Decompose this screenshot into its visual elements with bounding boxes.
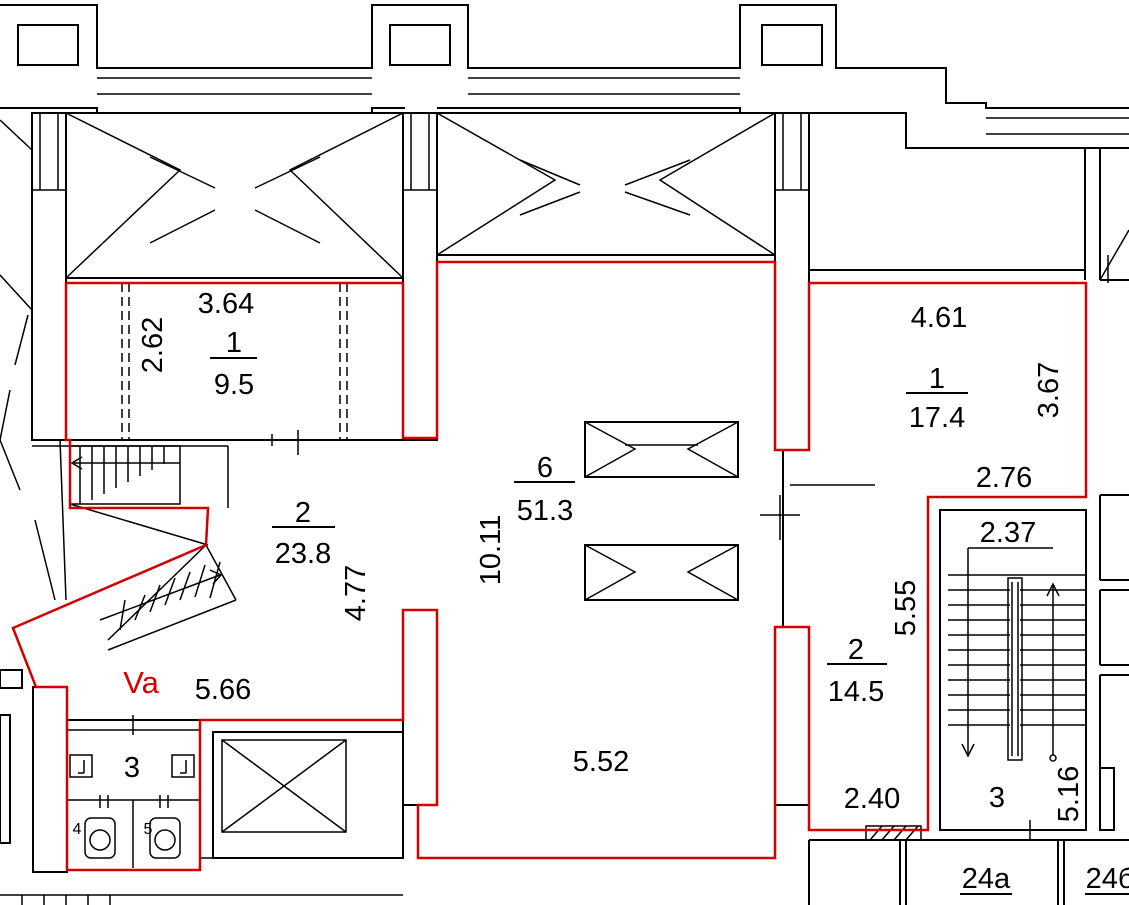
bottom-walls xyxy=(0,825,1129,905)
room-1-right-width: 4.61 xyxy=(911,302,967,334)
partition-right xyxy=(760,269,1085,627)
room-1-left-area: 9.5 xyxy=(214,369,254,401)
room-2-left-number: 2 xyxy=(295,497,311,529)
wc-b-number: 5 xyxy=(144,821,153,838)
window-niche-1 xyxy=(17,24,79,66)
room-2-right-area: 14.5 xyxy=(828,676,884,708)
neighbour-unit-a: 24а xyxy=(962,863,1011,895)
vent-shafts xyxy=(584,421,739,601)
left-stair xyxy=(69,445,237,651)
room-1-left-details xyxy=(32,283,403,508)
room-2-left-depth: 4.77 xyxy=(340,565,372,621)
room-2-right-depth: 5.55 xyxy=(890,580,922,636)
window-niche-2 xyxy=(389,24,451,66)
outline-room-1-left xyxy=(11,260,1088,872)
room-6-length: 10.11 xyxy=(475,515,507,585)
room-2-right-label: 2 14.5 5.55 2.40 xyxy=(827,580,922,815)
room-6-number: 6 xyxy=(537,452,553,484)
window-niche-3 xyxy=(761,24,823,66)
room-2-left-width: 5.66 xyxy=(195,674,251,706)
room-3-stair-number: 3 xyxy=(989,782,1005,814)
room-3-wc-label: 3 4 5 xyxy=(73,752,153,838)
room-1-right-step: 2.76 xyxy=(976,462,1032,494)
room-outlines xyxy=(11,260,1088,872)
room-2-right-number: 2 xyxy=(848,634,864,666)
columns xyxy=(31,112,810,873)
room-3-stair-width: 2.37 xyxy=(980,517,1036,549)
room-1-right-label: 4.61 1 17.4 3.67 2.76 xyxy=(906,302,1065,494)
stair-hall-3 xyxy=(939,509,1087,840)
neighbour-labels: 24а 24б xyxy=(960,863,1129,895)
room-3-stair-label: 2.37 3 5.16 xyxy=(980,517,1085,822)
room-3-stair-depth: 5.16 xyxy=(1053,766,1085,822)
wc-a-number: 4 xyxy=(73,821,82,838)
room-1-right-number: 1 xyxy=(929,363,945,395)
left-facade-lines xyxy=(0,119,67,601)
wc-block xyxy=(0,669,404,868)
loggia-bays xyxy=(65,112,776,279)
room-1-left-width: 3.64 xyxy=(198,288,254,320)
section-marker: Va xyxy=(123,665,159,700)
room-3-wc-number: 3 xyxy=(124,752,140,784)
room-2-left-area: 23.8 xyxy=(275,538,331,570)
room-6-area: 51.3 xyxy=(517,495,573,527)
room-6-label: 6 51.3 10.11 5.52 xyxy=(475,452,629,778)
room-6-width: 5.52 xyxy=(573,746,629,778)
room-2-right-width: 2.40 xyxy=(844,783,900,815)
room-1-left-depth: 2.62 xyxy=(137,317,169,373)
room-1-right-depth: 3.67 xyxy=(1033,362,1065,418)
room-2-left-label: 2 23.8 4.77 5.66 xyxy=(195,497,372,706)
facade-walls xyxy=(0,4,1129,149)
neighbour-unit-b: 24б xyxy=(1086,863,1129,895)
vent-shaft-2 xyxy=(584,544,739,601)
room-1-left-label: 3.64 2.62 1 9.5 xyxy=(137,288,257,401)
room-1-right-area: 17.4 xyxy=(909,402,965,434)
right-neighbour-walls xyxy=(1084,148,1129,831)
room-1-left-number: 1 xyxy=(226,327,242,359)
vent-shaft-1 xyxy=(584,421,739,478)
